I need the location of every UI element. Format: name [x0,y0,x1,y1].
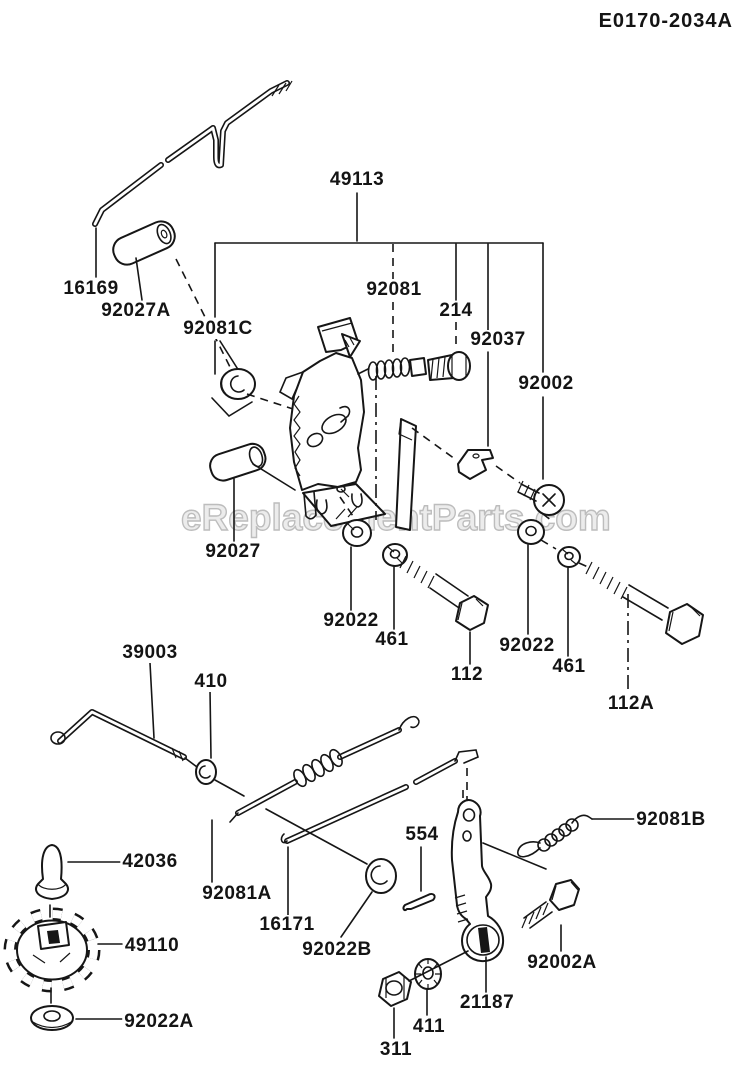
part-label-311: 311 [377,1039,415,1060]
document-number: E0170-2034A [598,10,733,32]
spring-washer-461-left-drawing [382,543,408,630]
part-label-410: 410 [192,671,230,692]
part-label-411: 411 [410,1016,448,1037]
part-label-16171: 16171 [257,914,317,935]
screw-92081-drawing [357,244,427,381]
washer-92022-left-drawing [342,519,372,611]
part-label-39003: 39003 [120,642,180,663]
part-label-92022: 92022 [321,610,381,631]
grommet-92022B-drawing [340,858,397,938]
part-label-112: 112 [448,664,486,685]
part-label-92027A: 92027A [99,300,173,321]
assembly-box-49113 [214,192,544,480]
part-label-16169: 16169 [61,278,121,299]
pin-554-drawing [402,846,436,912]
bolt-92002A-drawing [521,879,580,952]
part-label-461: 461 [373,629,411,650]
part-label-92081: 92081 [364,279,424,300]
spring-92081B-drawing [482,814,635,870]
part-label-49113: 49113 [327,169,387,190]
control-plate-drawing [278,317,386,527]
spring-washer-461-right-drawing [540,539,581,657]
part-label-92002A: 92002A [525,952,599,973]
part-label-42036: 42036 [120,851,180,872]
part-label-92022B: 92022B [300,939,374,960]
grommet-410-drawing [195,689,245,797]
part-label-92022A: 92022A [122,1011,196,1032]
rod-39003-drawing [50,662,198,768]
part-label-92081C: 92081C [181,318,255,339]
knob-42036-drawing [35,844,121,918]
part-label-554: 554 [403,824,441,845]
nut-311-drawing [378,971,412,1039]
part-label-461: 461 [550,656,588,677]
bolt-92002-drawing [517,480,565,516]
part-label-21187: 21187 [457,992,517,1013]
clip-92037-drawing [395,243,521,531]
part-label-92027: 92027 [203,541,263,562]
part-label-92037: 92037 [468,329,528,350]
part-label-92081B: 92081B [634,809,708,830]
part-label-92081A: 92081A [200,883,274,904]
lever-21187-drawing [450,790,505,993]
cylinder-92027A-drawing [112,220,176,301]
washer-92022-right-drawing [517,513,553,635]
bolt-112A-drawing [578,561,704,692]
gear-49110-drawing [3,907,123,1004]
screw-214-drawing [427,243,471,381]
rod-16171-spring-drawing [211,715,420,883]
bolt-112-drawing [339,496,489,665]
part-label-112A: 112A [605,693,657,714]
part-label-214: 214 [437,300,475,321]
part-label-92002: 92002 [516,373,576,394]
part-label-92022: 92022 [497,635,557,656]
washer-92022A-drawing [30,1005,125,1031]
lock-washer-411-drawing [408,950,469,1016]
part-label-49110: 49110 [122,935,182,956]
rod-16169-drawing [95,81,293,278]
rod-16171b-drawing [265,749,479,916]
cylinder-92027-drawing [209,442,296,542]
